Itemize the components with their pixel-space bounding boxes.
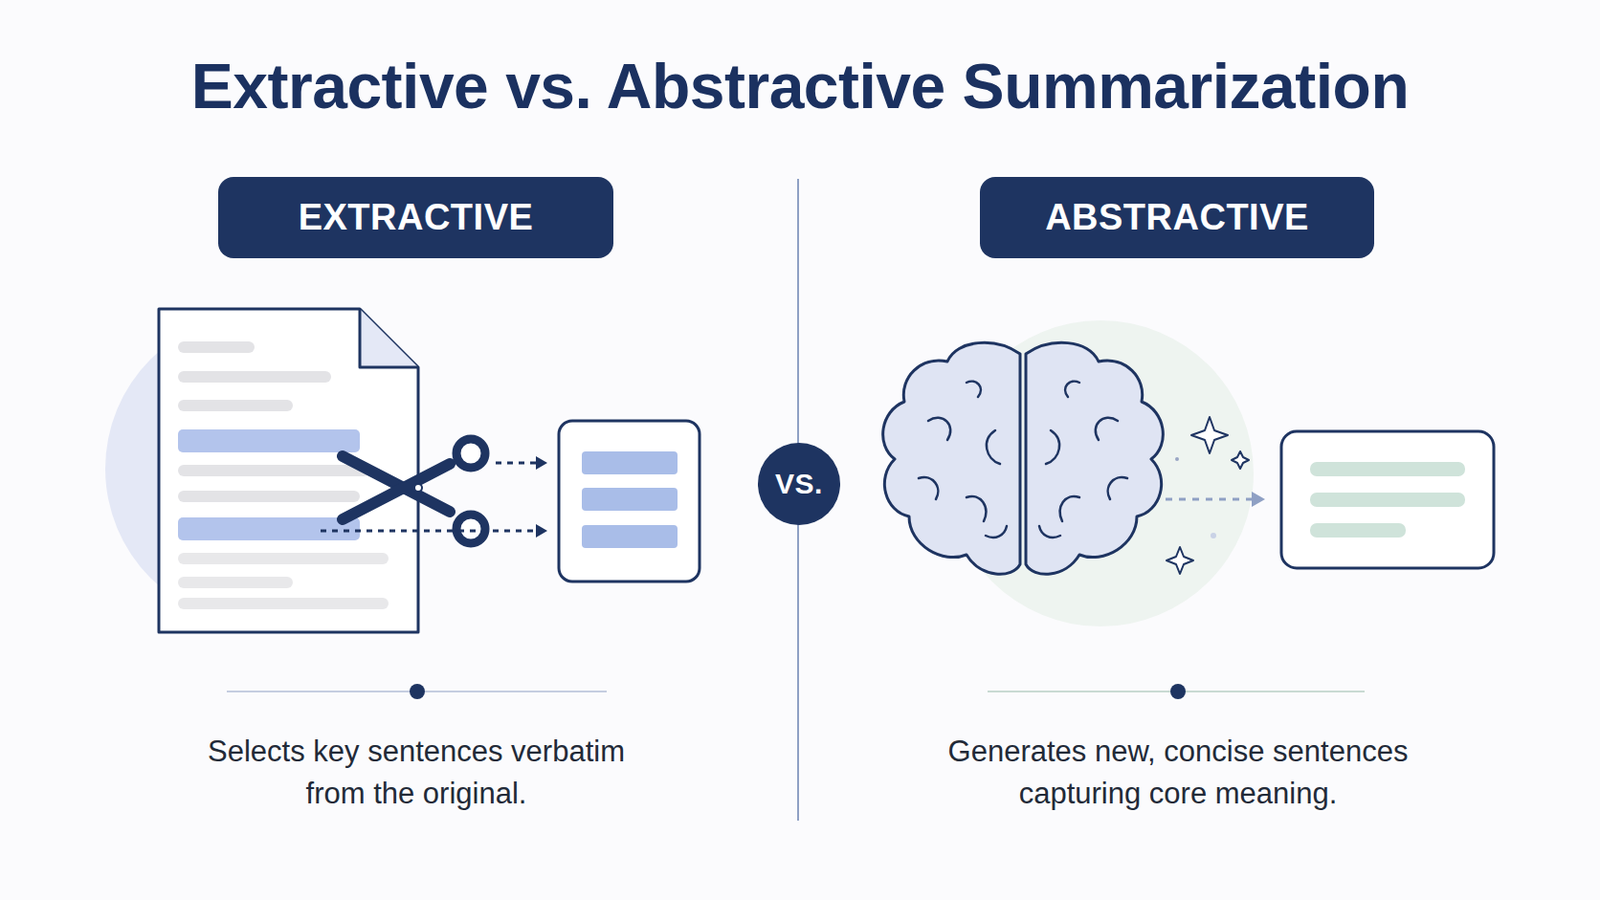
heading-pill: EXTRACTIVE [218,177,614,259]
node-text: ABSTRACTIVE [1044,197,1310,239]
dashed-arrow [320,456,548,538]
vs-circle: VS. [757,443,841,526]
brain-icon [883,342,1164,575]
extract-output-box [558,421,700,582]
slider-marker [226,684,1365,700]
heading-pill: ABSTRACTIVE [979,177,1375,259]
scissors-icon [342,439,486,544]
node-text: VS. [775,467,823,501]
diagram-title: Extractive vs. Abstractive Summarization [0,49,1600,123]
abstract-output-box [1281,431,1494,569]
caption-text: Selects key sentences verbatim from the … [186,731,646,816]
node-text: EXTRACTIVE [298,197,534,239]
sparkle-icons [1166,417,1249,575]
dashed-arrow [1165,491,1266,508]
caption-text: Generates new, concise sentences capturi… [905,731,1451,816]
